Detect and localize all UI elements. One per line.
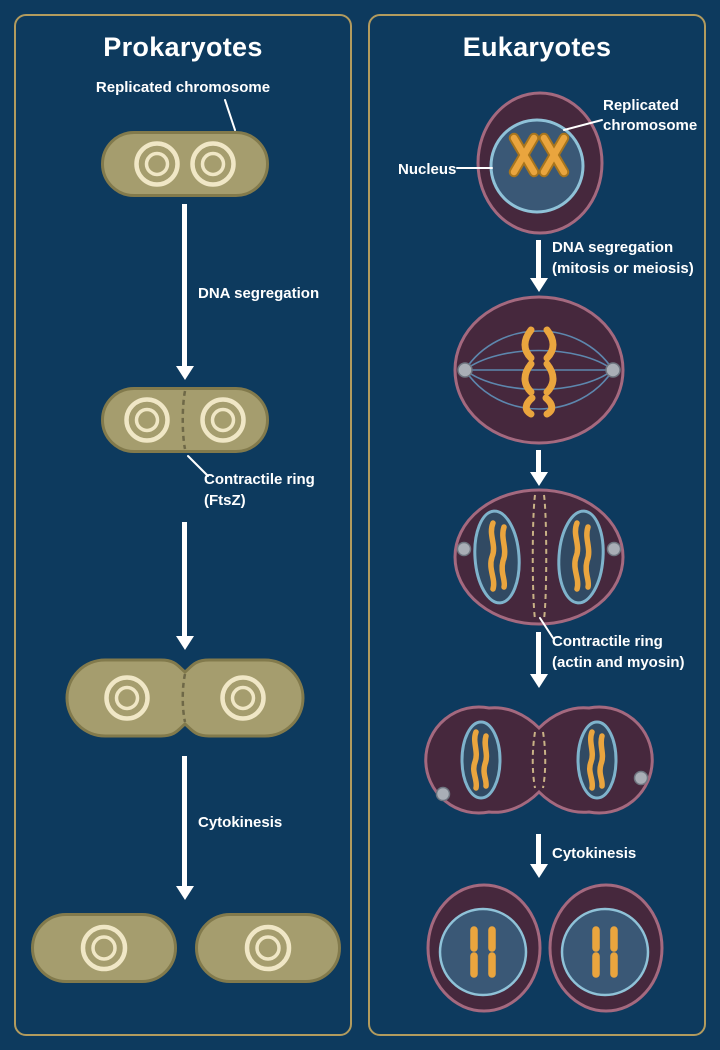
pointer-line-replicated-chromosome xyxy=(563,119,603,131)
condensed-chromosomes xyxy=(521,326,557,418)
eukaryotes-panel: Eukaryotes Replicated chromosome Nucleus xyxy=(368,14,706,1036)
circular-chromosomes xyxy=(134,141,236,187)
pointer-line-contractile-ring xyxy=(187,455,209,477)
down-arrow xyxy=(536,240,541,278)
centrosome xyxy=(605,362,621,378)
prokaryote-cell-stage3 xyxy=(65,658,305,738)
eukaryote-cell-stage4 xyxy=(424,705,654,815)
nucleus xyxy=(560,907,650,997)
down-arrow xyxy=(536,632,541,674)
label-chromosome: chromosome xyxy=(603,117,698,134)
eukaryote-daughter-cell-right xyxy=(548,883,664,1013)
cell-membrane xyxy=(195,913,341,983)
prokaryote-daughter-cell-left xyxy=(31,913,177,983)
circular-chromosomes xyxy=(124,397,246,443)
centrosome xyxy=(606,541,622,557)
nucleus xyxy=(438,907,528,997)
down-arrow xyxy=(182,204,187,366)
daughter-nucleus xyxy=(576,720,618,800)
down-arrow xyxy=(536,834,541,864)
spindle-fibers xyxy=(464,330,614,410)
label-dna-segregation-detail: (mitosis or meiosis) xyxy=(552,260,694,277)
label-cytokinesis: Cytokinesis xyxy=(552,845,637,862)
cell-membrane xyxy=(31,913,177,983)
pointer-line-contractile-ring xyxy=(539,617,554,639)
ftsz-ring-dashes xyxy=(181,390,187,450)
cell-membrane xyxy=(101,131,269,197)
daughter-nucleus xyxy=(473,509,521,605)
eukaryote-cell-stage3 xyxy=(453,488,625,626)
daughter-nucleus xyxy=(557,509,605,605)
centrosome xyxy=(435,786,451,802)
down-arrow xyxy=(536,450,541,472)
centrosome xyxy=(633,770,649,786)
prokaryote-daughter-cell-right xyxy=(195,913,341,983)
decondensing-chromosomes xyxy=(488,520,592,592)
circular-chromosome xyxy=(80,924,128,972)
cell-membrane xyxy=(65,658,305,738)
contractile-ring-dashes xyxy=(531,494,548,620)
circular-chromosome xyxy=(244,924,292,972)
label-dna-segregation: DNA segregation xyxy=(552,239,674,256)
prokaryote-cell-stage2 xyxy=(101,387,269,453)
ftsz-ring-dashes xyxy=(181,673,187,723)
label-replicated-chromosome: Replicated chromosome xyxy=(95,79,271,96)
label-dna-segregation: DNA segregation xyxy=(198,285,320,302)
down-arrow xyxy=(182,756,187,886)
prokaryotes-title: Prokaryotes xyxy=(103,32,263,62)
label-contractile-ring-detail: (FtsZ) xyxy=(204,492,246,509)
prokaryote-cell-stage1 xyxy=(101,131,269,197)
chromosomes xyxy=(592,926,618,978)
pointer-line-nucleus xyxy=(456,167,493,169)
label-contractile-ring: Contractile ring xyxy=(204,471,315,488)
prokaryotes-panel: Prokaryotes Replicated chromosome DNA se… xyxy=(14,14,352,1036)
cell-membrane xyxy=(101,387,269,453)
centrosome xyxy=(457,362,473,378)
contractile-ring-dashes xyxy=(531,731,547,789)
centrosome xyxy=(456,541,472,557)
decondensing-chromosomes xyxy=(471,729,606,791)
eukaryote-cell-stage2 xyxy=(453,295,625,445)
circular-chromosomes xyxy=(104,675,266,721)
label-replicated: Replicated xyxy=(603,97,679,114)
chromosomes xyxy=(470,926,496,978)
label-nucleus: Nucleus xyxy=(398,161,457,178)
down-arrow xyxy=(182,522,187,636)
label-cytokinesis: Cytokinesis xyxy=(198,814,283,831)
eukaryote-daughter-cell-left xyxy=(426,883,542,1013)
daughter-nucleus xyxy=(460,720,502,800)
label-contractile-ring-detail: (actin and myosin) xyxy=(552,654,685,671)
eukaryotes-title: Eukaryotes xyxy=(462,32,612,62)
pointer-line-replicated-chromosome xyxy=(224,99,236,131)
replicated-chromosomes-x xyxy=(508,132,570,178)
cell-membrane xyxy=(424,705,654,815)
label-contractile-ring: Contractile ring xyxy=(552,633,663,650)
